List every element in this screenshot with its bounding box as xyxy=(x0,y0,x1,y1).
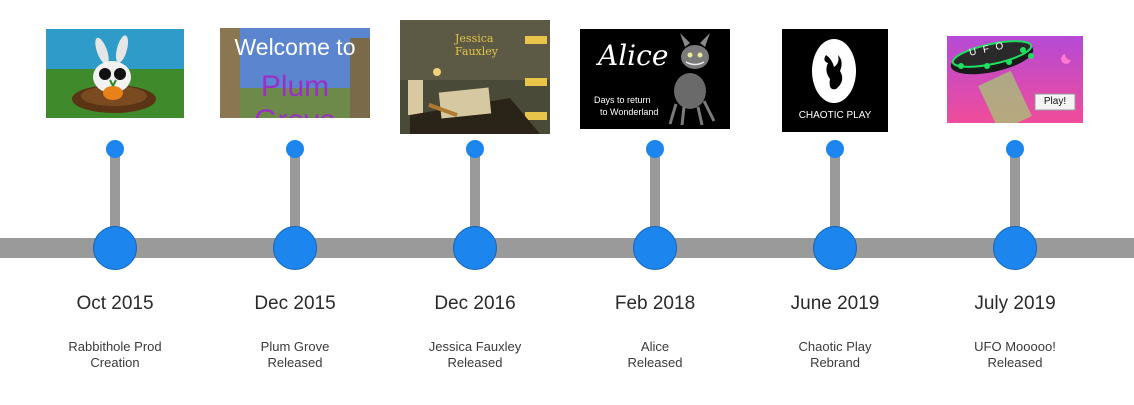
event-description-line: Alice xyxy=(640,339,670,354)
timeline-event-dec-2016: Jessica Fauxley Dec 2016 Jessica Fauxley… xyxy=(385,0,565,405)
event-description: Plum Grove Released xyxy=(205,339,385,371)
event-date: Dec 2015 xyxy=(254,293,336,314)
event-description-line: Plum Grove xyxy=(260,339,330,354)
event-description-line: UFO Mooooo! xyxy=(974,339,1056,354)
event-stem xyxy=(470,148,480,240)
event-stem xyxy=(830,148,840,240)
event-description-line: Released xyxy=(627,355,683,370)
event-marker-dot xyxy=(646,140,664,158)
alice-cat-screenshot: Alice Days to return to Wonderland xyxy=(580,29,730,129)
image-title-line: to Wonderland xyxy=(600,107,659,117)
event-stem xyxy=(290,148,300,240)
event-marker-dot xyxy=(466,140,484,158)
event-description-line: Released xyxy=(267,355,323,370)
ufo-game-screenshot: U F O Play! xyxy=(947,36,1083,123)
event-description-line: Released xyxy=(987,355,1043,370)
timeline-event-oct-2015: Oct 2015 Rabbithole Prod Creation xyxy=(25,0,205,405)
timeline-node[interactable] xyxy=(813,226,857,270)
image-title-line: CHAOTIC PLAY xyxy=(798,110,872,121)
event-marker-dot xyxy=(286,140,304,158)
event-marker-dot xyxy=(826,140,844,158)
event-description: Alice Released xyxy=(565,339,745,371)
event-description: Chaotic Play Rebrand xyxy=(745,339,925,371)
event-description-line: Rebrand xyxy=(810,355,860,370)
event-date: Feb 2018 xyxy=(614,293,696,314)
event-description: UFO Mooooo! Released xyxy=(925,339,1105,371)
timeline-event-dec-2015: Welcome to Plum Grove Dec 2015 Plum Grov… xyxy=(205,0,385,405)
timeline-event-july-2019: U F O Play! July 2019 UFO Mooooo! Releas… xyxy=(925,0,1105,405)
timeline-event-feb-2018: Alice Days to return to Wonderland Feb 2… xyxy=(565,0,745,405)
event-date: Oct 2015 xyxy=(76,293,154,314)
jessica-fauxley-screenshot: Jessica Fauxley xyxy=(400,20,550,134)
timeline-node[interactable] xyxy=(93,226,137,270)
timeline-node[interactable] xyxy=(633,226,677,270)
timeline-node[interactable] xyxy=(453,226,497,270)
plum-grove-screenshot: Welcome to Plum Grove xyxy=(220,28,370,118)
event-stem xyxy=(110,148,120,240)
timeline-event-june-2019: CHAOTIC PLAY June 2019 Chaotic Play Rebr… xyxy=(745,0,925,405)
event-description: Jessica Fauxley Released xyxy=(385,339,565,371)
event-description-line: Rabbithole Prod xyxy=(68,339,162,354)
image-title-line: Plum Grove xyxy=(254,70,336,118)
image-title-line: Alice xyxy=(598,39,669,72)
image-title-line: Days to return xyxy=(594,95,651,105)
event-stem xyxy=(650,148,660,240)
play-button[interactable]: Play! xyxy=(1043,96,1067,107)
chaotic-play-logo: CHAOTIC PLAY xyxy=(782,29,888,132)
event-description-line: Released xyxy=(447,355,503,370)
event-description-line: Chaotic Play xyxy=(798,339,872,354)
event-description-line: Creation xyxy=(90,355,140,370)
event-marker-dot xyxy=(1006,140,1024,158)
event-marker-dot xyxy=(106,140,124,158)
event-stem xyxy=(1010,148,1020,240)
rabbit-on-plate-icon xyxy=(46,29,184,118)
event-description-line: Jessica Fauxley xyxy=(428,339,522,354)
timeline-node[interactable] xyxy=(993,226,1037,270)
event-description: Rabbithole Prod Creation xyxy=(25,339,205,371)
image-title-line: Welcome to xyxy=(234,34,356,60)
image-title-line: Jessica Fauxley xyxy=(455,32,498,58)
timeline-node[interactable] xyxy=(273,226,317,270)
event-date: Dec 2016 xyxy=(434,293,516,314)
event-date: July 2019 xyxy=(974,293,1056,314)
event-date: June 2019 xyxy=(790,293,880,314)
